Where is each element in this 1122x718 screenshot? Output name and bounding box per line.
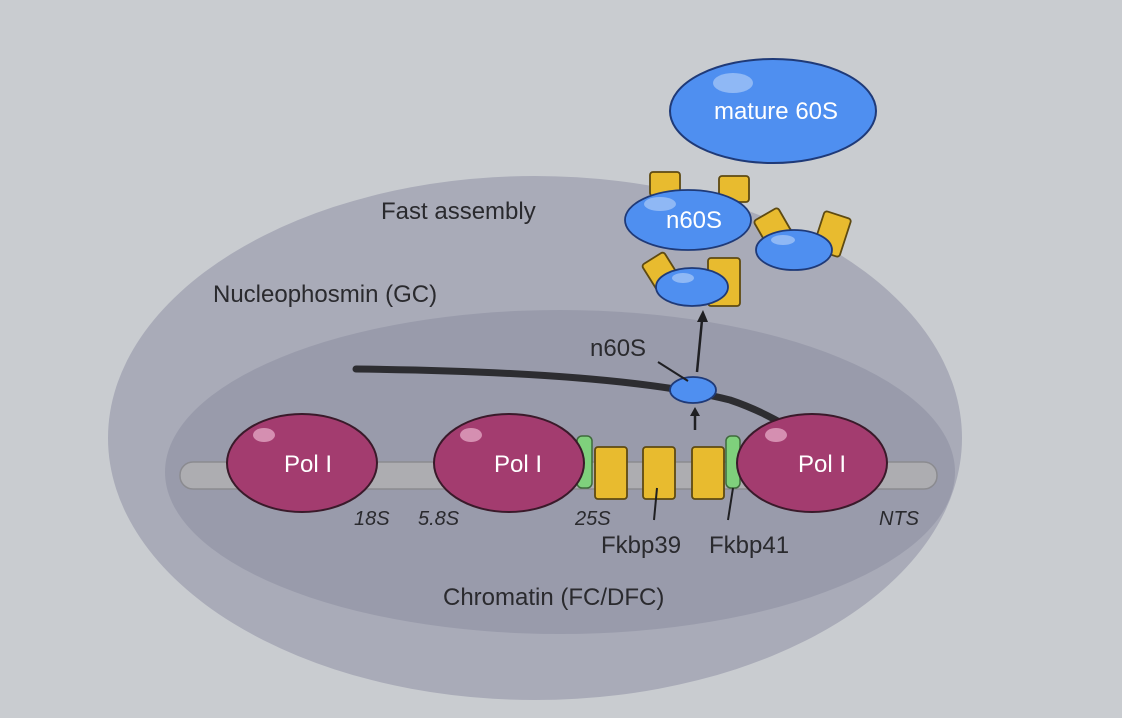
fkbp-protein-3 xyxy=(691,446,725,500)
25s-label: 25S xyxy=(574,508,611,530)
arrow-up-large xyxy=(695,310,708,373)
pol-i-label: Pol I xyxy=(284,451,332,478)
fkbp39-pointer xyxy=(653,487,658,521)
fkbp39-label: Fkbp39 xyxy=(601,532,681,559)
fkbp-protein-2 xyxy=(642,446,676,500)
assembling-particle-lower xyxy=(641,251,741,307)
pol-i-complex-3: Pol I xyxy=(736,413,888,513)
fkbp41-label: Fkbp41 xyxy=(709,532,789,559)
n60s-particle-upper: n60S xyxy=(624,171,752,251)
n60s-callout-label: n60S xyxy=(590,335,646,362)
fast-assembly-label: Fast assembly xyxy=(381,198,536,225)
fkbp-protein-1 xyxy=(594,446,628,500)
pol-i-label: Pol I xyxy=(798,451,846,478)
nts-label: NTS xyxy=(879,508,920,530)
chromatin-label: Chromatin (FC/DFC) xyxy=(443,584,664,611)
fkbp41-pointer xyxy=(727,487,734,521)
5-8s-label: 5.8S xyxy=(418,508,460,530)
pol-i-complex-2: Pol I xyxy=(433,413,585,513)
pol-i-label: Pol I xyxy=(494,451,542,478)
n60s-particle-label: n60S xyxy=(666,207,722,234)
arrow-up-small xyxy=(690,407,700,430)
mature-60s-label: mature 60S xyxy=(714,98,838,125)
nascent-particle xyxy=(669,376,717,404)
assembling-particle-right xyxy=(753,207,852,271)
pol-i-complex-1: Pol I xyxy=(226,413,378,513)
mature-60s-particle: mature 60S xyxy=(669,58,877,164)
18s-label: 18S xyxy=(354,508,390,530)
n60s-callout-line xyxy=(657,361,689,382)
nucleophosmin-label: Nucleophosmin (GC) xyxy=(213,281,437,308)
